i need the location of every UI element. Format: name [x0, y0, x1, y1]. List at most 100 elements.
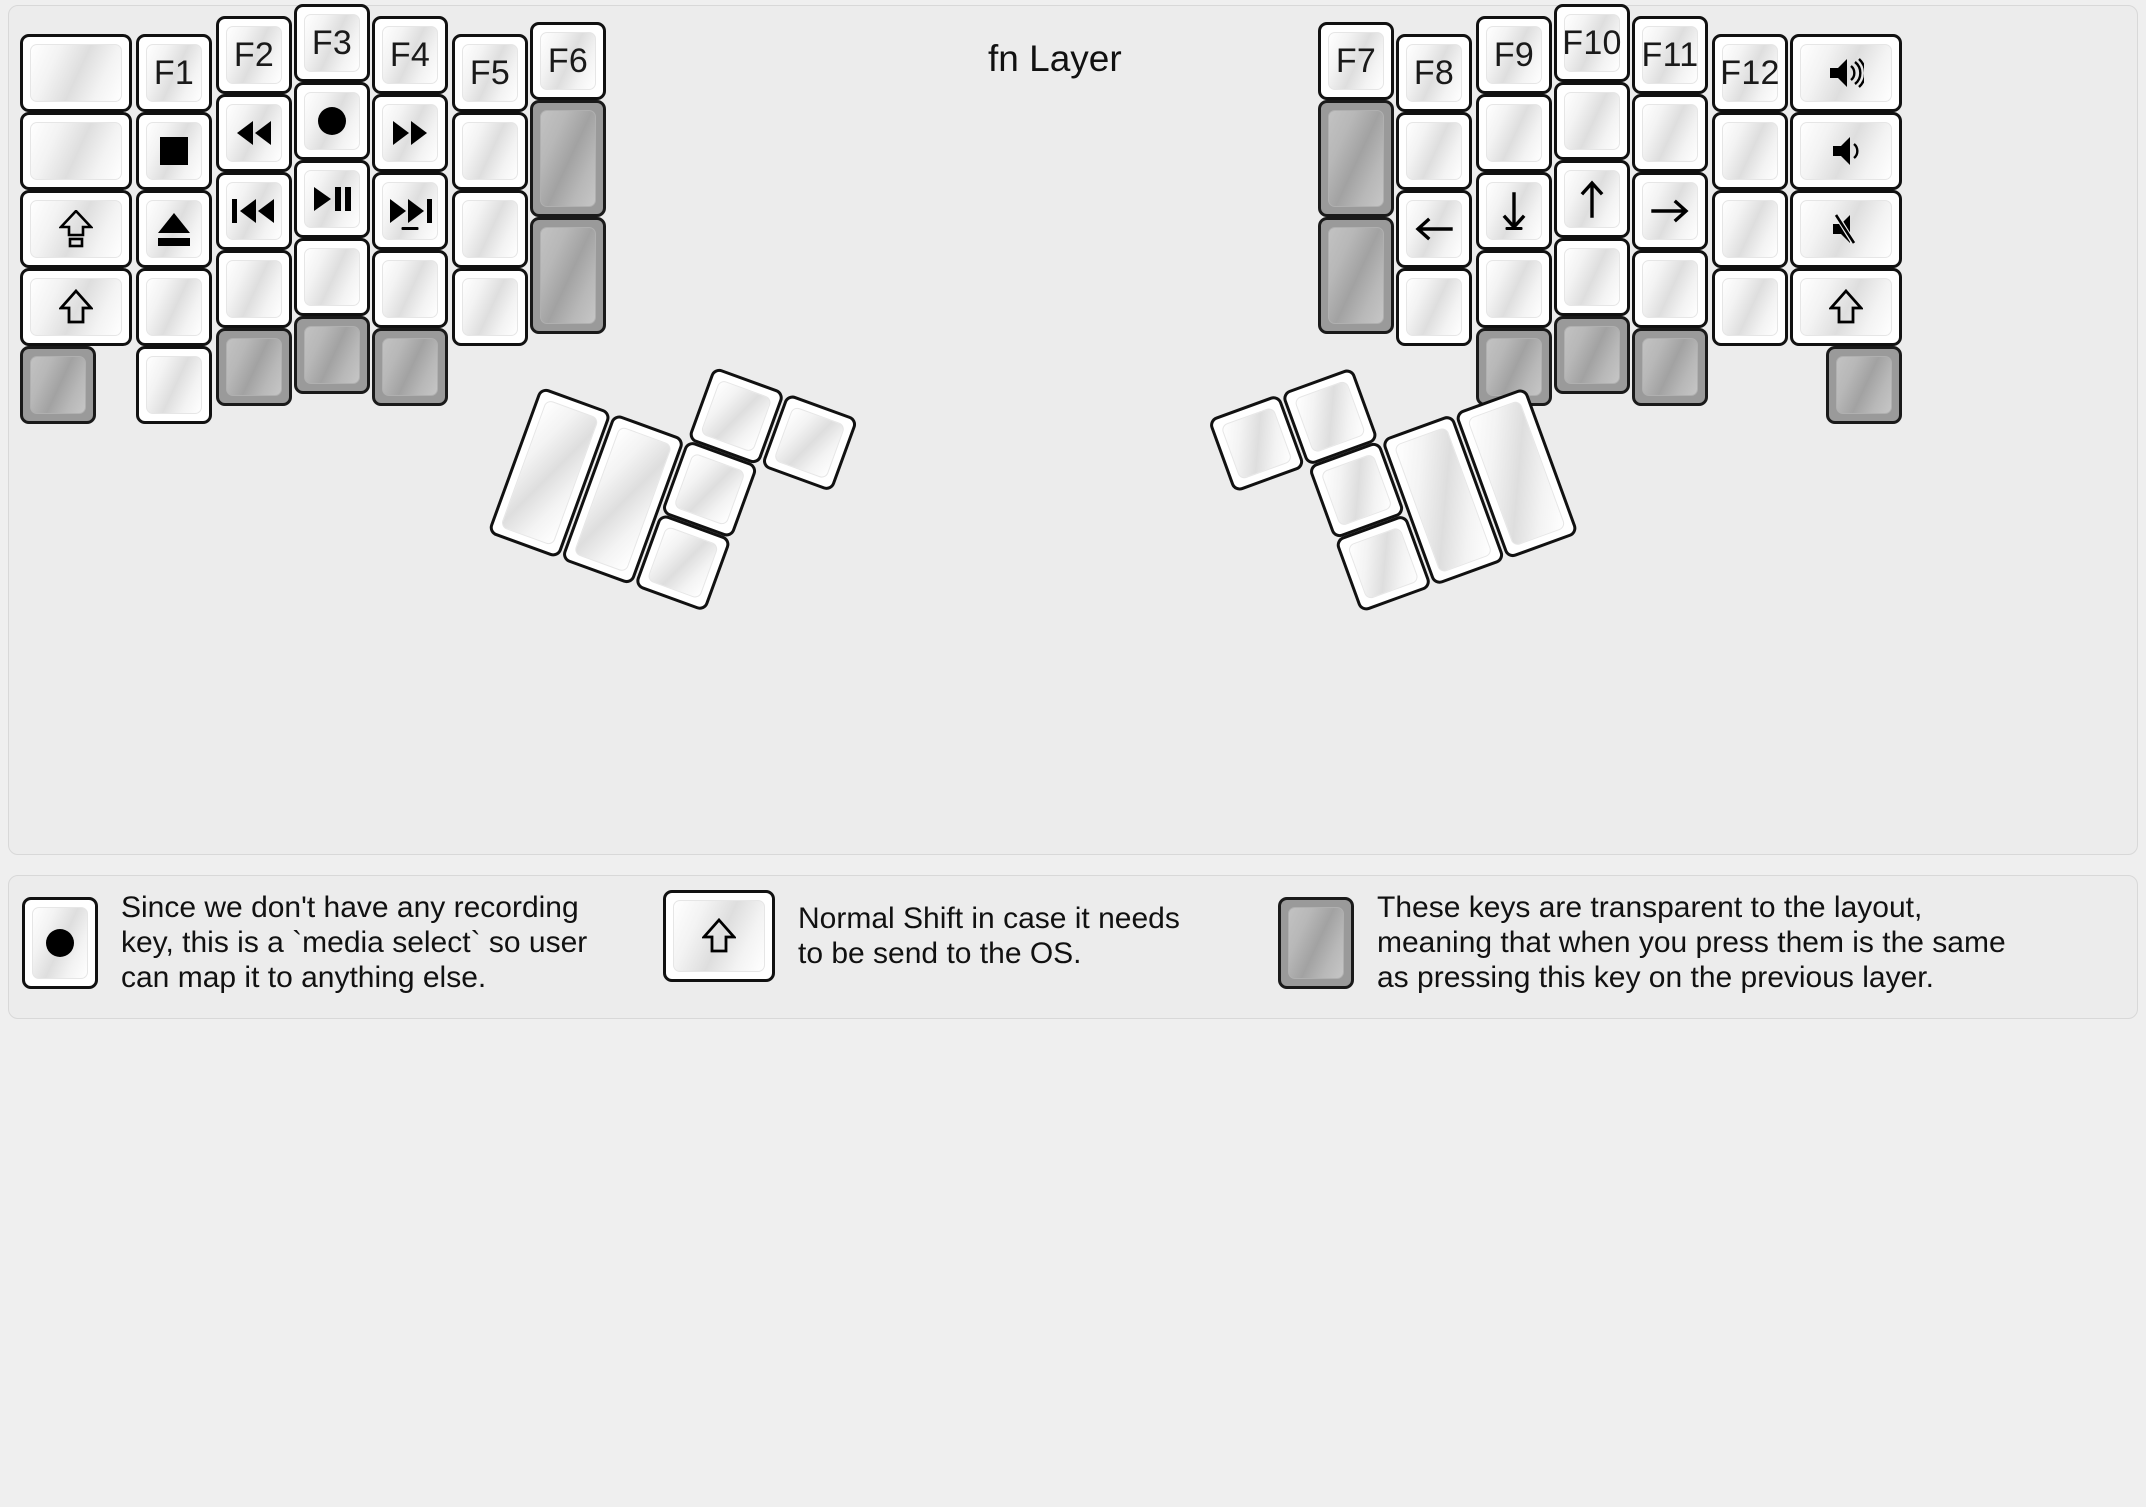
keycap-surface: [382, 260, 438, 318]
media-rewind-icon: [235, 119, 273, 147]
right-pinky-outer-key-4[interactable]: [1790, 268, 1902, 346]
key-label: F1: [153, 54, 195, 92]
left-index-inner-key-4[interactable]: [452, 268, 528, 346]
right-ring-key-5[interactable]: [1632, 328, 1708, 406]
keycap-surface: [304, 170, 360, 228]
left-inner-key-1[interactable]: F6: [530, 22, 606, 100]
right-inner-key-1[interactable]: F7: [1318, 22, 1394, 100]
left-middle-key-1[interactable]: F3: [294, 4, 370, 82]
left-middle-key-4[interactable]: [294, 238, 370, 316]
keycap-surface: [304, 248, 360, 306]
legend-sample-key-1[interactable]: [22, 896, 98, 989]
left-ring-key-1[interactable]: F2: [216, 16, 292, 94]
left-index-key-2[interactable]: [372, 94, 448, 172]
left-pinky-key-1[interactable]: F1: [136, 34, 212, 112]
legend-item-3: These keys are transparent to the layout…: [1278, 890, 2006, 995]
keycap-surface: [1293, 379, 1367, 454]
left-index-key-4[interactable]: [372, 250, 448, 328]
right-ring-key-4[interactable]: [1632, 250, 1708, 328]
keycap-surface: [1642, 182, 1698, 240]
right-pinky-key-3[interactable]: [1712, 190, 1788, 268]
right-inner-key-3[interactable]: [1318, 217, 1394, 334]
left-pinky-key-2[interactable]: [136, 112, 212, 190]
caps-lock-icon: [59, 210, 93, 248]
keycap-surface: [30, 278, 122, 336]
media-play-pause-icon: [312, 185, 352, 213]
right-pinky-outer-key-3[interactable]: [1790, 190, 1902, 268]
keycap-surface: [146, 122, 202, 180]
keycap-surface: [146, 356, 202, 414]
right-pinky-outer-key-5[interactable]: [1826, 346, 1902, 424]
left-pinky-key-4[interactable]: [136, 268, 212, 346]
right-pinky-key-2[interactable]: [1712, 112, 1788, 190]
legend-sample-key-3[interactable]: [1278, 896, 1354, 989]
left-index-inner-key-1[interactable]: F5: [452, 34, 528, 112]
right-index-key-1[interactable]: F9: [1476, 16, 1552, 94]
right-middle-key-3[interactable]: [1554, 160, 1630, 238]
legend-sample-key-wrapper: [663, 890, 775, 982]
right-middle-key-1[interactable]: F10: [1554, 4, 1630, 82]
shift-icon: [59, 289, 93, 325]
left-index-key-1[interactable]: F4: [372, 16, 448, 94]
keycap-surface: [30, 200, 122, 258]
left-ring-key-2[interactable]: [216, 94, 292, 172]
left-ring-key-5[interactable]: [216, 328, 292, 406]
keycap-surface: [1486, 338, 1542, 396]
right-pinky-outer-key-2[interactable]: [1790, 112, 1902, 190]
left-pinky-key-3[interactable]: [136, 190, 212, 268]
right-index-inner-key-2[interactable]: [1396, 112, 1472, 190]
keycap-surface: [30, 356, 86, 414]
left-ring-key-3[interactable]: [216, 172, 292, 250]
left-pinky-outer-key-1[interactable]: [20, 34, 132, 112]
right-pinky-key-4[interactable]: [1712, 268, 1788, 346]
right-index-inner-key-1[interactable]: F8: [1396, 34, 1472, 112]
left-pinky-outer-key-3[interactable]: [20, 190, 132, 268]
right-ring-key-2[interactable]: [1632, 94, 1708, 172]
keycap-surface: [540, 227, 596, 324]
keycap-surface: [146, 200, 202, 258]
left-index-inner-key-2[interactable]: [452, 112, 528, 190]
left-ring-key-4[interactable]: [216, 250, 292, 328]
keycap-surface: [1406, 122, 1462, 180]
keycap-surface: [32, 906, 88, 979]
keycap-surface: [382, 104, 438, 162]
right-index-key-3[interactable]: [1476, 172, 1552, 250]
left-pinky-key-5[interactable]: [136, 346, 212, 424]
keycap-surface: [462, 200, 518, 258]
right-inner-key-2[interactable]: [1318, 100, 1394, 217]
keycap-surface: [1564, 326, 1620, 384]
left-pinky-outer-key-4[interactable]: [20, 268, 132, 346]
right-ring-key-1[interactable]: F11: [1632, 16, 1708, 94]
left-inner-key-3[interactable]: [530, 217, 606, 334]
left-middle-key-3[interactable]: [294, 160, 370, 238]
right-middle-key-2[interactable]: [1554, 82, 1630, 160]
legend-panel: [8, 875, 2138, 1019]
right-index-key-2[interactable]: [1476, 94, 1552, 172]
right-ring-key-3[interactable]: [1632, 172, 1708, 250]
keycap-surface: F2: [226, 26, 282, 84]
right-middle-key-4[interactable]: [1554, 238, 1630, 316]
right-index-inner-key-4[interactable]: [1396, 268, 1472, 346]
keycap-surface: [1800, 44, 1892, 102]
left-middle-key-2[interactable]: [294, 82, 370, 160]
left-index-key-3[interactable]: [372, 172, 448, 250]
left-index-key-5[interactable]: [372, 328, 448, 406]
right-pinky-key-1[interactable]: F12: [1712, 34, 1788, 112]
keycap-surface: [673, 900, 765, 972]
left-pinky-outer-key-2[interactable]: [20, 112, 132, 190]
left-inner-key-2[interactable]: [530, 100, 606, 217]
keycap-surface: [1320, 453, 1393, 527]
left-pinky-outer-key-5[interactable]: [20, 346, 96, 424]
key-label: F7: [1335, 42, 1377, 80]
right-middle-key-5[interactable]: [1554, 316, 1630, 394]
keycap-surface: [462, 278, 518, 336]
keycap-surface: [146, 278, 202, 336]
left-middle-key-5[interactable]: [294, 316, 370, 394]
right-pinky-outer-key-1[interactable]: [1790, 34, 1902, 112]
left-index-inner-key-3[interactable]: [452, 190, 528, 268]
legend-sample-key-2[interactable]: [663, 890, 775, 982]
right-index-inner-key-3[interactable]: [1396, 190, 1472, 268]
right-index-key-4[interactable]: [1476, 250, 1552, 328]
volume-down-icon: [1831, 136, 1861, 166]
keycap-surface: [1564, 92, 1620, 150]
